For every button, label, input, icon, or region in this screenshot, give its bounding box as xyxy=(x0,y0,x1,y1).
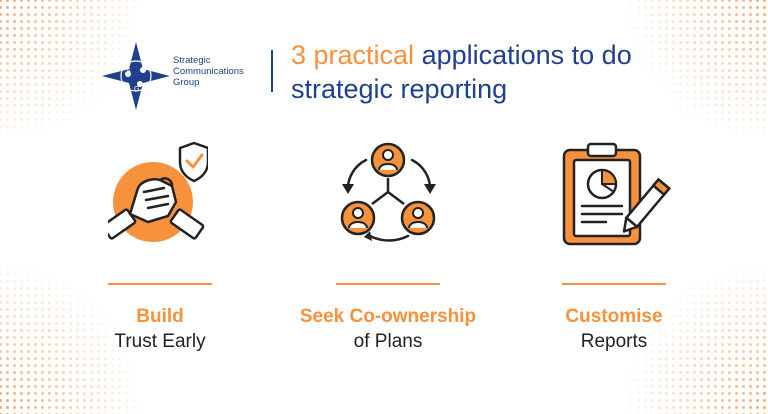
title-rest: applications to do strategic reporting xyxy=(291,40,632,104)
star-logo-icon: S C G xyxy=(102,42,170,110)
dot-pattern-bottom-right xyxy=(628,264,768,414)
divider-line-3 xyxy=(562,283,666,285)
title-highlight: 3 practical xyxy=(291,40,415,70)
company-logo: S C G Strategic Communications Group xyxy=(100,40,260,110)
item-1-subtitle: Trust Early xyxy=(114,331,206,352)
divider-line-1 xyxy=(108,283,212,285)
dot-pattern-top-left xyxy=(0,0,140,140)
item-caption-2: Seek Co-ownership of Plans xyxy=(268,304,508,354)
header-divider xyxy=(271,50,273,92)
dot-pattern-top-right xyxy=(628,0,768,140)
team-cycle-icon xyxy=(340,142,436,242)
logo-letter-g: G xyxy=(134,86,139,93)
dot-pattern-bottom-left xyxy=(0,264,140,414)
item-3-title: Customise xyxy=(565,306,663,327)
logo-line-2: Communications xyxy=(173,66,244,77)
handshake-shield-icon xyxy=(108,141,208,242)
item-2-subtitle: of Plans xyxy=(353,331,423,352)
divider-line-2 xyxy=(336,283,440,285)
logo-text: Strategic Communications Group xyxy=(173,55,273,88)
item-caption-1: Build Trust Early xyxy=(60,304,260,354)
logo-line-1: Strategic xyxy=(173,55,211,66)
item-3-subtitle: Reports xyxy=(580,331,648,352)
logo-letter-c: C xyxy=(144,64,149,71)
item-2-title: Seek Co-ownership xyxy=(299,306,477,327)
logo-line-3: Group xyxy=(173,77,200,88)
item-1-title: Build xyxy=(136,306,184,327)
clipboard-report-icon xyxy=(562,142,671,246)
item-caption-3: Customise Reports xyxy=(514,304,714,354)
logo-letter-s: S xyxy=(126,68,131,75)
page-title: 3 practical applications to do strategic… xyxy=(291,38,711,106)
